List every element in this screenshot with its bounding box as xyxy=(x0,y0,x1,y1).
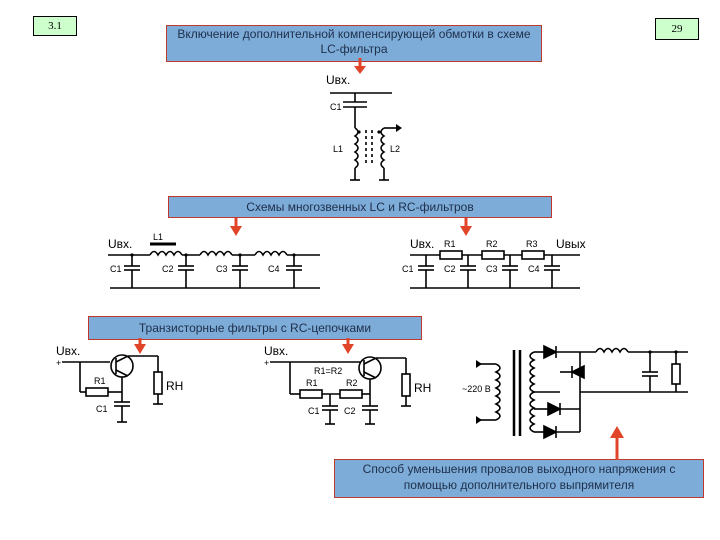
label-u-in-tr1: Uвх. xyxy=(56,344,80,358)
label-c4-rc: C4 xyxy=(528,264,540,274)
label-c3-rc: C3 xyxy=(486,264,498,274)
pointer-arrows xyxy=(134,58,624,460)
label-c3-lc: C3 xyxy=(216,264,228,274)
circuit-transistor-filter-2: Uвх. + RH R1=R2 R1 R2 C1 C2 xyxy=(264,344,431,425)
label-c1-top: C1 xyxy=(330,102,342,112)
label-r3-rc: R3 xyxy=(526,239,538,249)
label-c1-lc: C1 xyxy=(110,264,122,274)
label-r1-tr2: R1 xyxy=(306,378,318,388)
label-rn-tr1: RH xyxy=(166,379,183,393)
section-number-badge: 3.1 xyxy=(33,16,77,36)
label-l2-top: L2 xyxy=(390,144,400,154)
label-l1-lc: L1 xyxy=(153,232,163,242)
label-c1-tr2: C1 xyxy=(308,406,320,416)
label-r2-tr2: R2 xyxy=(346,378,358,388)
label-c1-tr1: C1 xyxy=(96,404,108,414)
label-u-in-lc: Uвх. xyxy=(108,237,132,251)
label-plus-tr1: + xyxy=(56,358,61,368)
label-u-in-rc: Uвх. xyxy=(410,237,434,251)
label-c4-lc: C4 xyxy=(268,264,280,274)
callout-multistage-filters: Схемы многозвенных LC и RC-фильтров xyxy=(168,196,552,218)
circuit-compensating-winding: Uвх. C1 L1 L2 xyxy=(326,73,402,181)
label-c2-lc: C2 xyxy=(162,264,174,274)
label-u-in-tr2: Uвх. xyxy=(264,344,288,358)
circuit-lc-multistage: Uвх. L1 C1 C2 C3 C4 xyxy=(108,232,320,289)
label-r1-eq-r2: R1=R2 xyxy=(314,366,342,376)
label-u-out-rc: Uвых xyxy=(556,237,586,251)
callout-compensating-winding: Включение дополнительной компенсирующей … xyxy=(166,25,542,62)
circuit-rc-multistage: Uвх. Uвых R1 R2 R3 C1 C2 C3 C4 xyxy=(402,237,586,289)
label-r1-tr1: R1 xyxy=(94,376,106,386)
label-l1-top: L1 xyxy=(333,144,343,154)
label-u-in-top: Uвх. xyxy=(326,73,350,87)
circuit-transistor-filter-1: Uвх. + RH R1 C1 xyxy=(56,344,183,423)
page-number-badge: 29 xyxy=(655,18,699,40)
label-r1-rc: R1 xyxy=(444,239,456,249)
label-c2-rc: C2 xyxy=(444,264,456,274)
label-r2-rc: R2 xyxy=(486,239,498,249)
callout-transistor-filters: Транзисторные фильтры с RC-цепочками xyxy=(88,316,422,340)
label-c2-tr2: C2 xyxy=(344,406,356,416)
label-rn-tr2: RH xyxy=(414,381,431,395)
label-plus-tr2: + xyxy=(264,358,269,368)
callout-extra-rectifier: Способ уменьшения провалов выходного нап… xyxy=(334,459,704,498)
label-mains: ~220 B xyxy=(462,384,491,394)
label-c1-rc: C1 xyxy=(402,264,414,274)
circuit-extra-rectifier: ~220 B xyxy=(462,344,688,440)
